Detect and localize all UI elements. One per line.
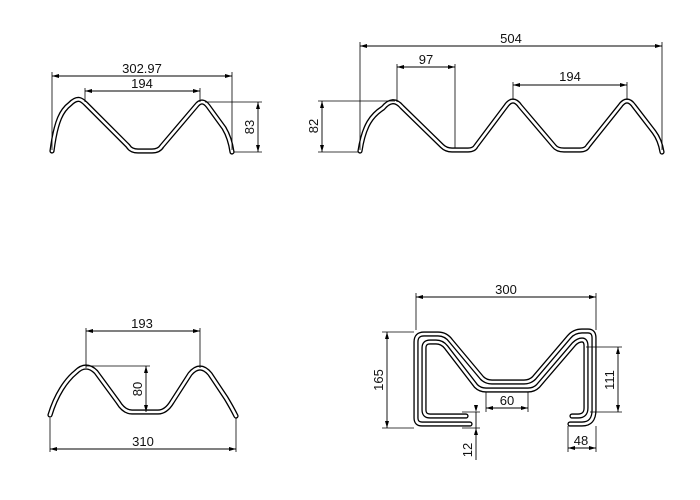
rolled-return-height-label: 12 [460,443,475,457]
two-wave-overall-width-label: 302.97 [122,61,162,76]
rolled-height-label: 165 [371,369,386,391]
guardrail-profile: 193 80 310 [47,316,239,452]
guardrail-crest-distance-label: 193 [131,316,153,331]
rolled-inner-height-label: 111 [602,370,617,390]
rolled-center-width-label: 60 [500,393,514,408]
two-wave-outline [49,96,235,155]
rolled-section-profile: 300 165 111 60 12 48 [371,282,622,460]
two-wave-profile: 302.97 194 83 [49,61,262,155]
three-wave-overall-width-label: 504 [500,31,522,46]
rolled-return-width-label: 48 [574,433,588,448]
rolled-overall-width-label: 300 [495,282,517,297]
guardrail-overall-width-label: 310 [132,434,154,449]
two-wave-height-label: 83 [242,120,257,134]
three-wave-pitch-label: 194 [559,69,581,84]
three-wave-height-label: 82 [306,119,321,133]
two-wave-pitch-label: 194 [131,76,153,91]
guardrail-depth-label: 80 [130,382,145,396]
three-wave-half-pitch-label: 97 [419,52,433,67]
three-wave-profile: 504 97 194 82 [306,31,665,155]
